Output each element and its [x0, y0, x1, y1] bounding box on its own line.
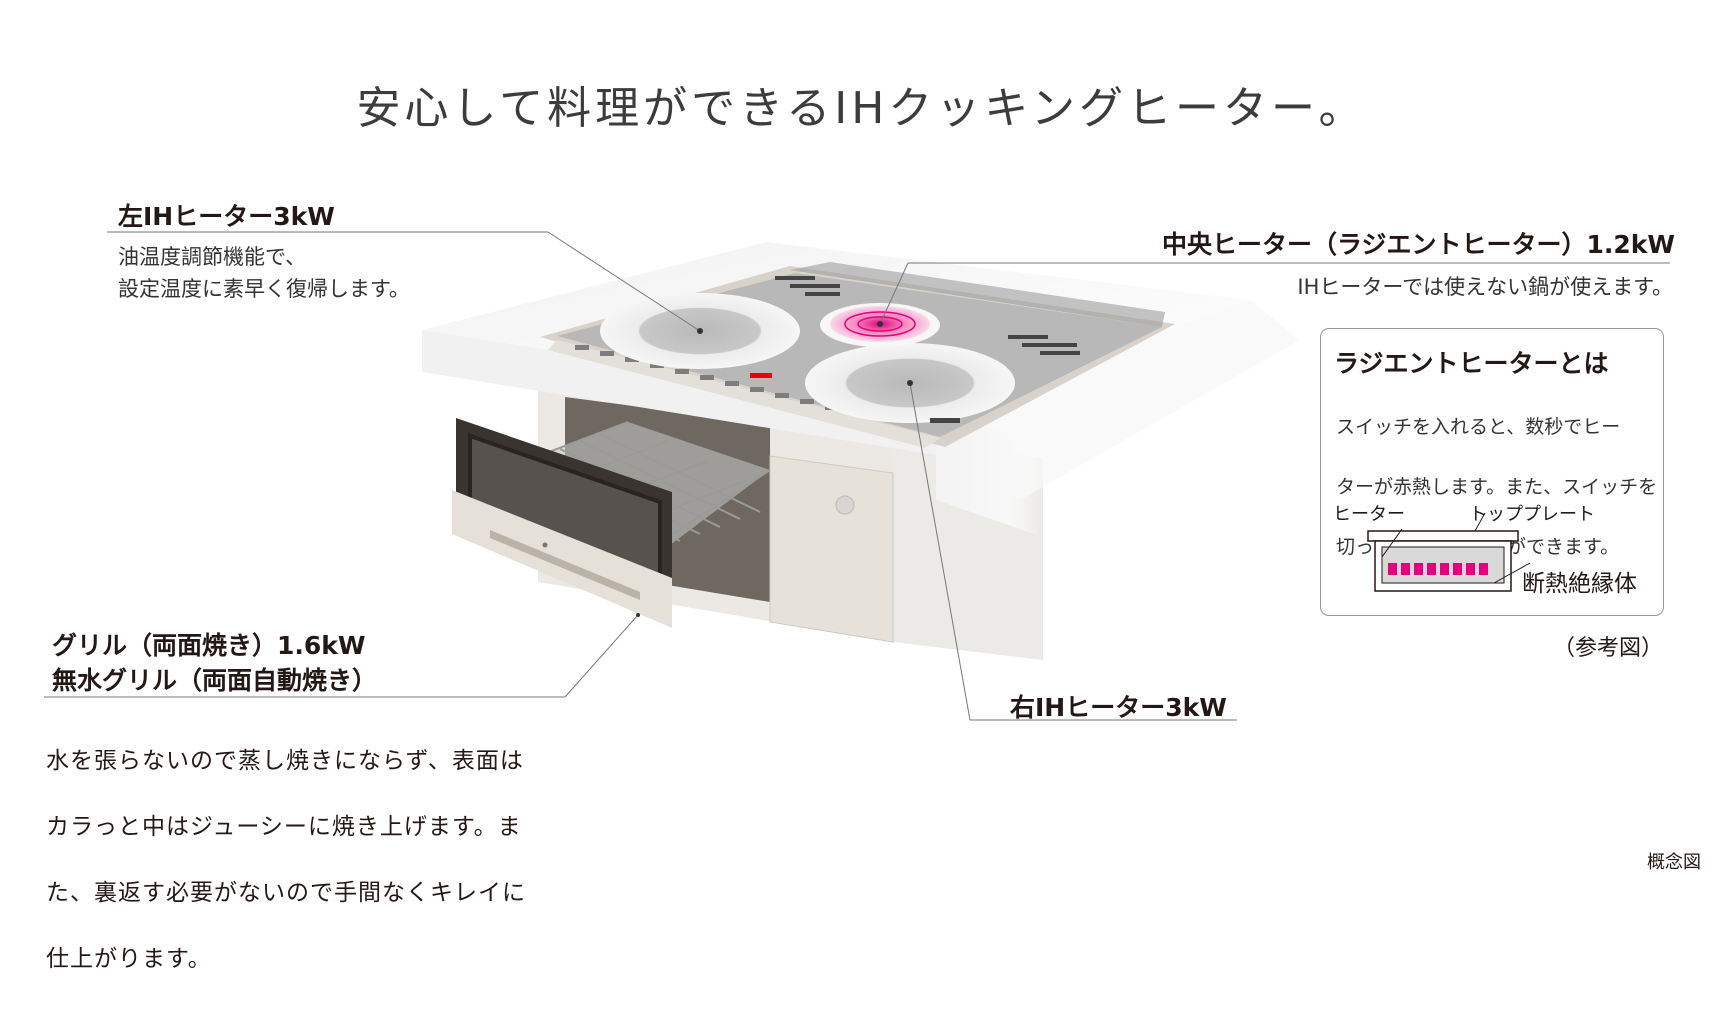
left-heater-description: 油温度調節機能で、 設定温度に素早く復帰します。: [118, 241, 410, 305]
grill-desc-line: 水を張らないので蒸し焼きにならず、表面は: [46, 748, 524, 774]
diagram-reference-note: （参考図）: [1553, 636, 1664, 661]
radiant-desc-line: ターが赤熱します。また、スイッチを: [1336, 476, 1658, 498]
diagram-label-top-plate: トッププレート: [1469, 504, 1595, 525]
left-heater-desc-line: 油温度調節機能で、: [118, 245, 307, 269]
center-heater-heading: 中央ヒーター（ラジエントヒーター）1.2kW: [1162, 230, 1675, 259]
radiant-info-heading: ラジエントヒーターとは: [1334, 349, 1609, 378]
grill-desc-line: た、裏返す必要がないので手間なくキレイに: [46, 880, 526, 906]
grill-drawer: [452, 418, 771, 628]
cooktop-illustration: [44, 231, 1670, 721]
page-title: 安心して料理ができるIHクッキングヒーター。: [356, 83, 1367, 134]
diagram-label-heater: ヒーター: [1333, 504, 1405, 525]
leader-lines: [44, 231, 1670, 721]
grill-desc-line: カラっと中はジューシーに焼き上げます。ま: [46, 814, 522, 840]
diagram-label-insulator: 断熱絶縁体: [1522, 571, 1637, 597]
radiant-heater-diagram: [1367, 512, 1531, 592]
center-heater-description: IHヒーターでは使えない鍋が使えます。: [1297, 275, 1673, 299]
concept-diagram-note: 概念図: [1647, 852, 1701, 873]
right-heater-heading: 右IHヒーター3kW: [1010, 693, 1227, 722]
left-heater-desc-line: 設定温度に素早く復帰します。: [118, 277, 410, 301]
grill-heading-line1: グリル（両面焼き）1.6kW: [52, 631, 366, 660]
left-heater-heading: 左IHヒーター3kW: [118, 202, 335, 231]
radiant-info-box: [1320, 328, 1664, 616]
grill-desc-line: 仕上がります。: [46, 946, 212, 972]
grill-heading-line2: 無水グリル（両面自動焼き）: [52, 666, 378, 695]
top-plate-shape: [1367, 530, 1519, 542]
radiant-desc-line: スイッチを入れると、数秒でヒー: [1336, 416, 1621, 438]
grill-description: 水を張らないので蒸し焼きにならず、表面は カラっと中はジューシーに焼き上げます。…: [46, 712, 526, 1009]
cooktop: [540, 262, 1175, 448]
heater-coil-shape: [1388, 563, 1488, 575]
